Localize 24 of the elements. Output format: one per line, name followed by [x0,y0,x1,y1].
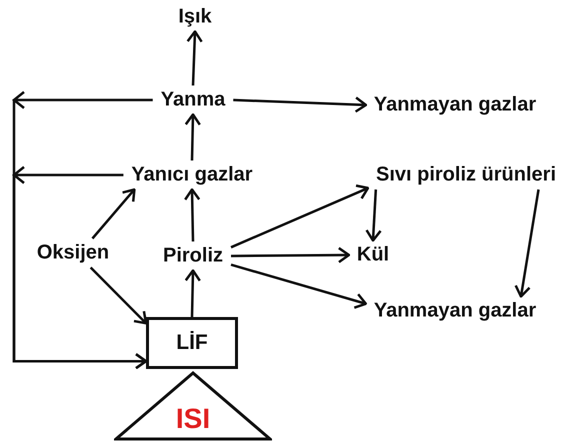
step-label: Oksijen [28,238,118,268]
step-label: Yanıcı gazlar [123,160,261,190]
feedback-arrow [12,166,148,370]
step-label: Sıvı piroliz ürünleri [368,160,564,190]
arrow [231,246,350,264]
step-label: Kül [348,240,398,270]
arrow [233,96,368,113]
heat-triangle: ISI [114,371,272,441]
step-label: Yanmayan gazlar [366,296,544,326]
step-label: Yanmayan gazlar [366,90,544,120]
step-label: Işık [170,2,220,32]
arrow [186,30,203,86]
arrow [230,184,370,248]
arrow [91,188,136,240]
fiber-box: LİF [146,317,238,369]
arrow [514,189,540,298]
arrow [90,266,148,324]
step-label: Yanma [152,86,234,114]
arrow [184,113,202,161]
step-label: Piroliz [155,242,231,270]
arrow [365,189,382,242]
arrow [184,269,202,318]
arrow [230,264,368,309]
arrow [184,188,200,242]
